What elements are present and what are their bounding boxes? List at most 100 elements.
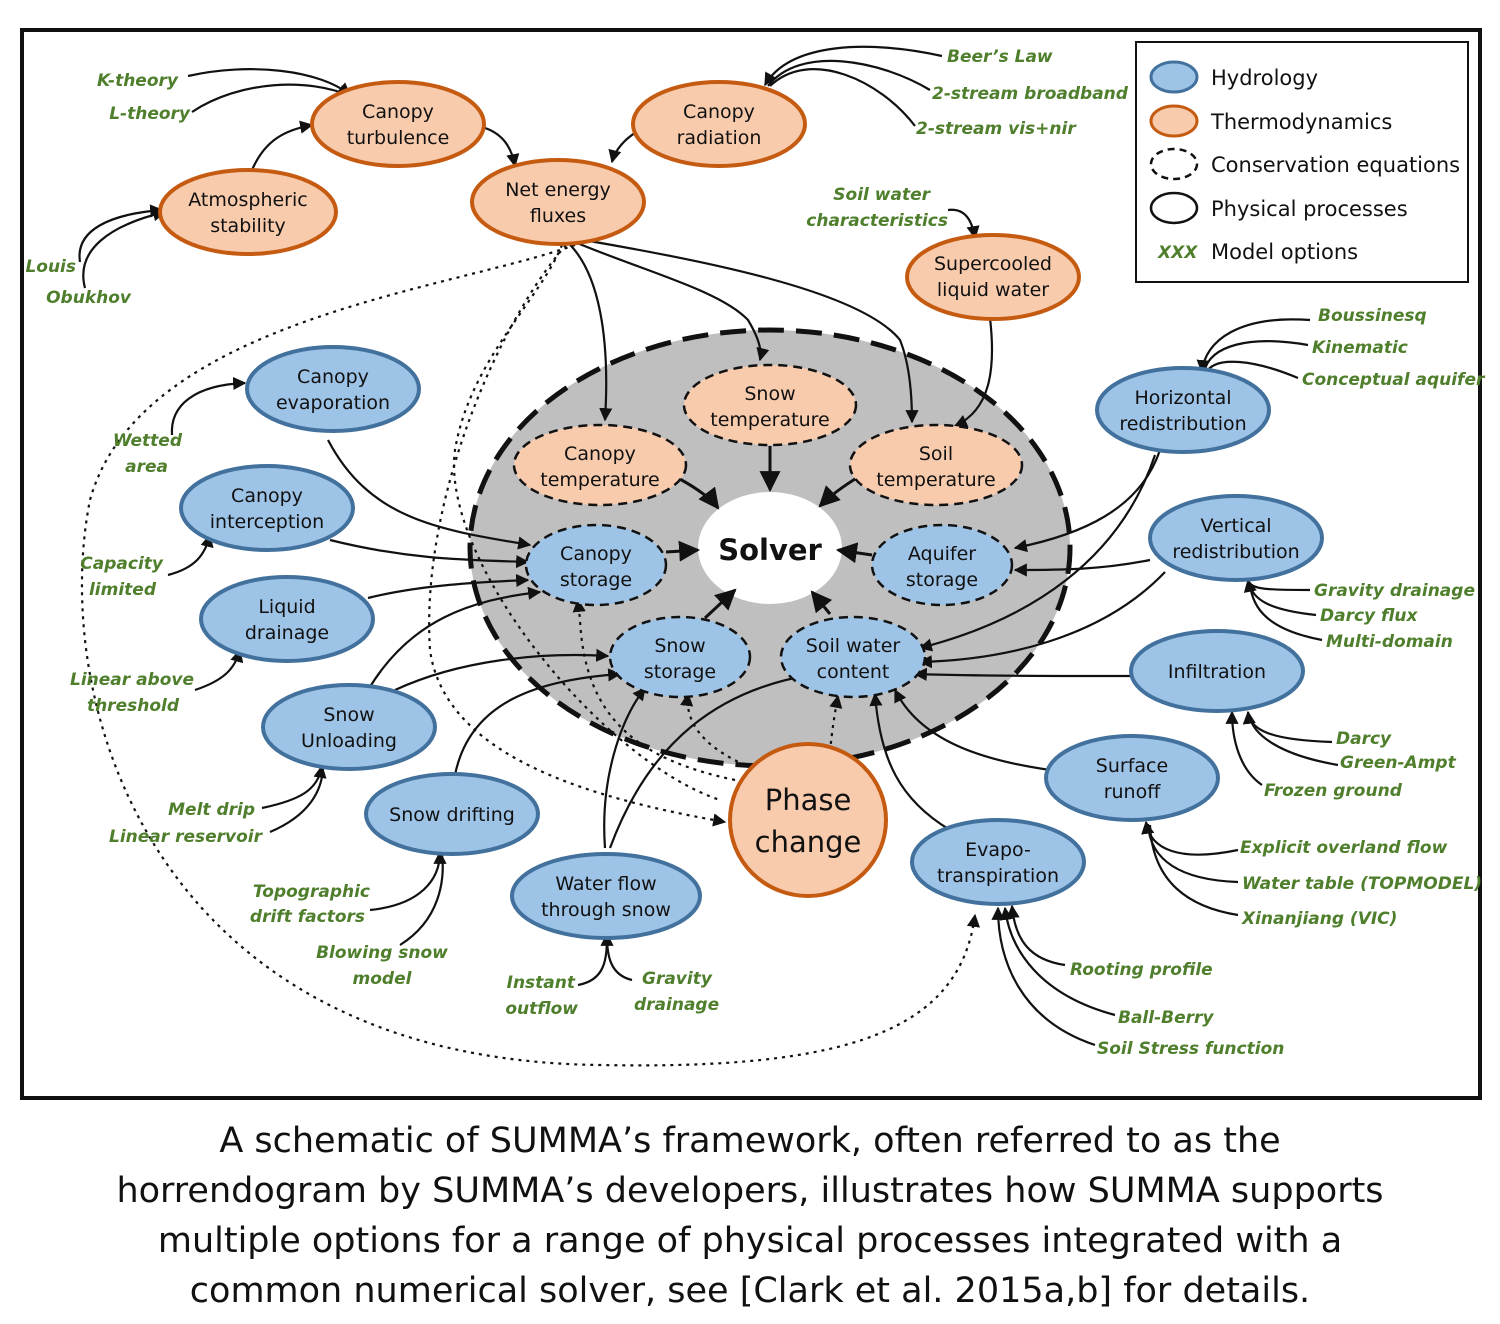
legend-physical-label: Physical processes	[1211, 197, 1408, 221]
node-label: storage	[906, 569, 978, 591]
node-label: Horizontal	[1134, 387, 1231, 409]
option-frozen-ground: Frozen ground	[1264, 781, 1403, 801]
option-multi-domain: Multi-domain	[1326, 632, 1453, 652]
option-melt-drip: Melt drip	[168, 800, 255, 820]
legend-hydrology-label: Hydrology	[1211, 66, 1318, 90]
node-evapotranspiration: Evapo- transpiration	[910, 818, 1086, 906]
legend-physical-swatch	[1149, 191, 1199, 225]
node-label: Supercooled	[934, 253, 1052, 275]
option-wetted-area: area	[125, 457, 168, 477]
caption-line: common numerical solver, see [Clark et a…	[189, 1271, 1311, 1311]
legend-hydrology-swatch	[1149, 60, 1199, 94]
node-label: Phase	[765, 783, 852, 817]
option-soil-water-characteristics: characteristics	[806, 211, 948, 231]
node-label: Snow	[654, 635, 705, 657]
node-snow-drifting: Snow drifting	[364, 772, 540, 856]
node-net-energy-fluxes: Net energy fluxes	[470, 158, 646, 246]
option-xinanjiang-vic: Xinanjiang (VIC)	[1241, 909, 1397, 929]
option-explicit-overland-flow: Explicit overland flow	[1240, 838, 1448, 858]
option-instant-outflow: outflow	[505, 999, 578, 1019]
node-label: Net energy	[505, 179, 611, 201]
node-label: fluxes	[530, 205, 586, 227]
node-canopy-radiation: Canopy radiation	[631, 80, 807, 168]
legend-conservation-label: Conservation equations	[1211, 153, 1460, 177]
connectors	[78, 45, 1339, 1047]
node-label: Aquifer	[908, 543, 976, 565]
node-horizontal-redistribution: Horizontal redistribution	[1095, 366, 1271, 454]
option-beers-law: Beer’s Law	[947, 47, 1053, 67]
legend-thermodynamics-swatch	[1149, 104, 1199, 138]
legend: Hydrology Thermodynamics Conservation eq…	[1135, 41, 1469, 283]
option-k-theory: K-theory	[97, 71, 179, 91]
option-l-theory: L-theory	[109, 104, 191, 124]
node-label: Canopy	[564, 443, 636, 465]
node-supercooled-liquid-water: Supercooled liquid water	[905, 233, 1081, 321]
option-conceptual-aquifer: Conceptual aquifer	[1302, 370, 1486, 390]
node-soil-water-content: Soil water content	[779, 615, 927, 699]
node-label: storage	[560, 569, 632, 591]
legend-conservation-swatch	[1149, 147, 1199, 181]
node-liquid-drainage: Liquid drainage	[199, 575, 375, 663]
node-label: transpiration	[937, 865, 1059, 887]
node-label: Snow	[744, 383, 795, 405]
option-ball-berry: Ball-Berry	[1118, 1008, 1214, 1028]
option-gravity-drainage-snow: drainage	[634, 995, 719, 1015]
model-options: K-theory L-theory Louis Obukhov Beer’s L…	[25, 47, 1486, 1059]
node-label: Snow drifting	[389, 804, 515, 826]
node-label: storage	[644, 661, 716, 683]
node-label: temperature	[710, 409, 829, 431]
legend-thermodynamics-label: Thermodynamics	[1210, 110, 1392, 134]
node-label: Unloading	[301, 730, 397, 752]
node-vertical-redistribution: Vertical redistribution	[1148, 494, 1324, 582]
node-label: turbulence	[347, 127, 450, 149]
option-soil-stress-function: Soil Stress function	[1097, 1039, 1284, 1059]
option-blowing-snow-model: model	[353, 969, 413, 989]
node-label: stability	[210, 215, 286, 237]
node-label: redistribution	[1172, 541, 1299, 563]
node-label: change	[755, 825, 862, 859]
option-louis: Louis	[25, 257, 76, 277]
option-darcy: Darcy	[1336, 729, 1392, 749]
node-label: redistribution	[1119, 413, 1246, 435]
caption-line: multiple options for a range of physical…	[157, 1221, 1343, 1261]
option-2-stream-broadband: 2-stream broadband	[932, 84, 1129, 104]
solver-label: Solver	[718, 533, 822, 567]
legend-xxx-swatch: XXX	[1157, 243, 1198, 263]
node-label: Surface	[1096, 755, 1168, 777]
option-darcy-flux: Darcy flux	[1320, 606, 1419, 626]
node-label: temperature	[540, 469, 659, 491]
node-label: Liquid	[258, 596, 315, 618]
node-label: Canopy	[231, 485, 303, 507]
option-boussinesq: Boussinesq	[1318, 306, 1427, 326]
node-label: evaporation	[276, 392, 390, 414]
node-label: Atmospheric	[188, 189, 307, 211]
node-snow-temperature: Snow temperature	[682, 363, 858, 447]
node-label: radiation	[677, 127, 762, 149]
option-soil-water-characteristics: Soil water	[833, 185, 931, 205]
option-topographic-drift-factors: Topographic	[253, 882, 370, 902]
node-label: through snow	[541, 899, 671, 921]
solver-core	[698, 492, 842, 604]
node-label: Snow	[323, 704, 374, 726]
node-atmospheric-stability: Atmospheric stability	[158, 168, 338, 256]
node-surface-runoff: Surface runoff	[1044, 734, 1220, 822]
option-wetted-area: Wetted	[113, 431, 183, 451]
node-label: Canopy	[297, 366, 369, 388]
phase-change-links	[80, 243, 980, 1067]
node-canopy-evaporation: Canopy evaporation	[245, 345, 421, 433]
option-instant-outflow: Instant	[507, 973, 576, 993]
node-label: temperature	[876, 469, 995, 491]
node-label: Infiltration	[1168, 661, 1266, 683]
node-water-flow-through-snow: Water flow through snow	[510, 852, 702, 940]
option-water-table-topmodel: Water table (TOPMODEL)	[1242, 874, 1482, 894]
node-soil-temperature: Soil temperature	[848, 423, 1024, 507]
node-canopy-temperature: Canopy temperature	[512, 423, 688, 507]
option-obukhov: Obukhov	[46, 288, 132, 308]
option-linear-above-threshold: Linear above	[70, 670, 194, 690]
option-green-ampt: Green-Ampt	[1340, 753, 1457, 773]
node-phase-change: Phase change	[728, 742, 888, 898]
node-label: Soil	[919, 443, 953, 465]
node-snow-unloading: Snow Unloading	[261, 683, 437, 771]
option-linear-above-threshold: threshold	[87, 696, 180, 716]
node-label: Canopy	[560, 543, 632, 565]
